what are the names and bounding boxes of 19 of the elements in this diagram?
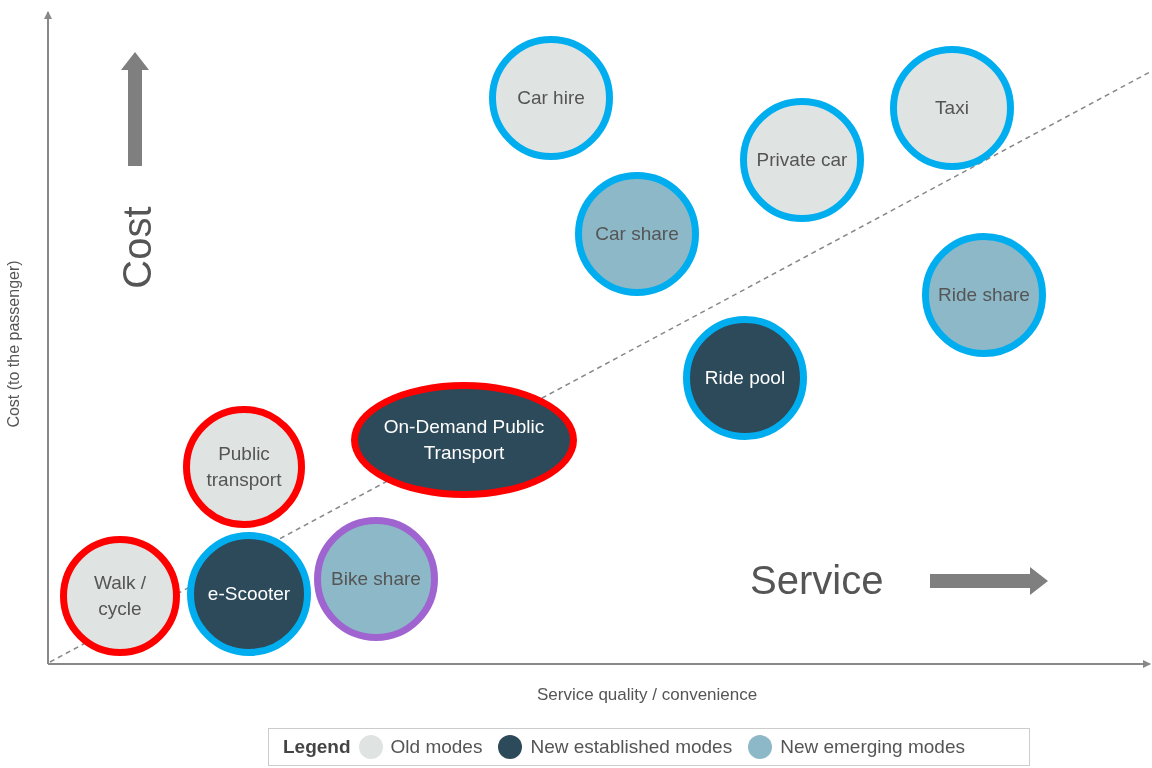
legend-title: Legend: [283, 736, 351, 758]
axis-title: Cost: [114, 206, 160, 289]
node-label: e-Scooter: [206, 582, 292, 606]
node-label: Public transport: [205, 442, 283, 492]
legend-text: New established modes: [530, 736, 733, 758]
node-label: Ride pool: [703, 366, 787, 390]
node-label: Walk / cycle: [92, 571, 148, 621]
node-label: On-Demand Public Transport: [382, 415, 546, 465]
axis-title: Service: [750, 558, 884, 603]
axis-label: Service quality / convenience: [537, 685, 758, 705]
legend-text: Old modes: [390, 736, 483, 758]
axis-label: Cost (to the passenger): [4, 260, 23, 428]
node-label: Bike share: [330, 567, 422, 591]
node-label: Car share: [594, 222, 680, 246]
node-label: Ride share: [937, 283, 1031, 307]
legend-text: New emerging modes: [780, 736, 965, 758]
node-label: Taxi: [934, 96, 970, 120]
node-label: Car hire: [516, 86, 586, 110]
node-label: Private car: [755, 148, 849, 172]
